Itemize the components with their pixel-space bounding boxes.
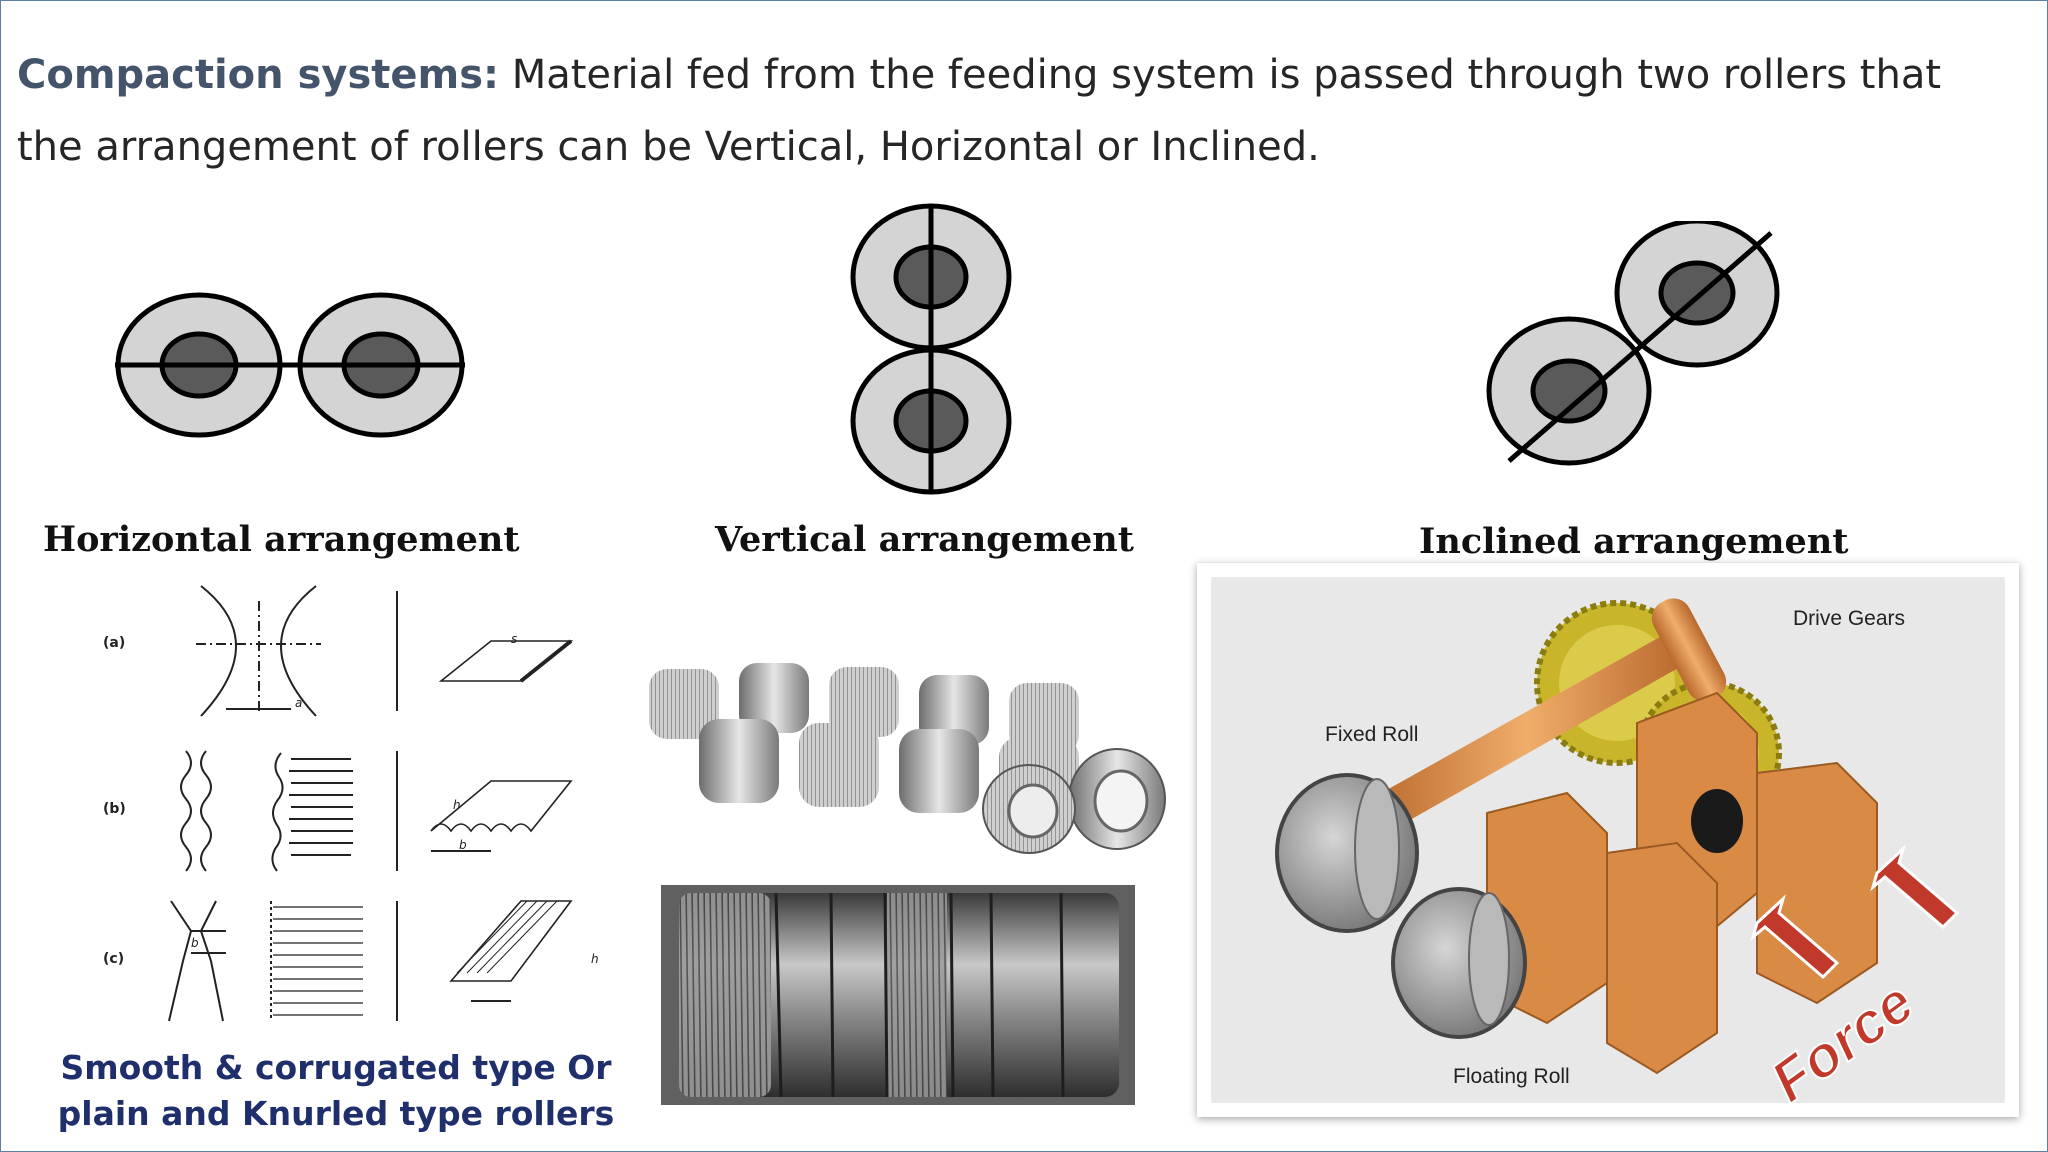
label-vertical-arrangement: Vertical arrangement: [715, 519, 1134, 560]
corrugated-profile: [180, 750, 573, 872]
roller-surface-types-figure: (a) (b) (c) a s h b: [103, 585, 599, 1022]
label-fixed-roll: Fixed Roll: [1325, 723, 1418, 746]
dim-label-a: a: [295, 696, 302, 710]
heading-lead: Compaction systems:: [17, 52, 499, 98]
label-inclined-arrangement: Inclined arrangement: [1419, 521, 1849, 562]
label-drive-gears: Drive Gears: [1793, 607, 1905, 630]
caption-line-2: plain and Knurled type rollers: [57, 1094, 615, 1133]
smooth-profile: [196, 585, 574, 717]
heading-body: Material fed from the feeding system is …: [17, 52, 1942, 170]
roll-assembly-frame: Drive Gears Fixed Roll Floating Roll For…: [1197, 563, 2019, 1117]
row-label-c: (c): [103, 951, 124, 967]
dim-label-s: s: [511, 632, 517, 646]
vertical-arrangement-diagram: [850, 203, 1012, 495]
back-row-rings: [649, 663, 1079, 753]
roller-lower-left: [1486, 316, 1652, 466]
axis-line: [1507, 231, 1773, 463]
rollers-caption: Smooth & corrugated type Or plain and Kn…: [41, 1045, 631, 1137]
label-horizontal-arrangement: Horizontal arrangement: [43, 519, 520, 560]
knurled-profile: [168, 900, 573, 1022]
dim-label-h-b: h: [453, 798, 461, 812]
dim-label-b-b: b: [459, 838, 467, 852]
knurled-rings-photo: [639, 649, 1187, 855]
inclined-arrangement-diagram: [1486, 221, 1780, 466]
roller-shell-photo: [661, 885, 1135, 1105]
force-arrows: [1750, 844, 1960, 980]
row-label-b: (b): [103, 801, 126, 817]
caption-line-1: Smooth & corrugated type Or: [60, 1048, 612, 1087]
label-floating-roll: Floating Roll: [1453, 1065, 1570, 1088]
row-label-a: (a): [103, 635, 125, 651]
dim-label-h-c: h: [591, 952, 599, 966]
floating-roll: [1391, 887, 1527, 1039]
horizontal-arrangement-diagram: [115, 292, 465, 438]
dim-label-b-c-left: b: [191, 936, 199, 950]
slide-heading: Compaction systems: Material fed from th…: [17, 39, 2007, 183]
roll-assembly-illustration: Drive Gears Fixed Roll Floating Roll For…: [1211, 577, 2005, 1116]
fixed-roll: [1275, 773, 1419, 933]
end-ring: [982, 748, 1166, 854]
